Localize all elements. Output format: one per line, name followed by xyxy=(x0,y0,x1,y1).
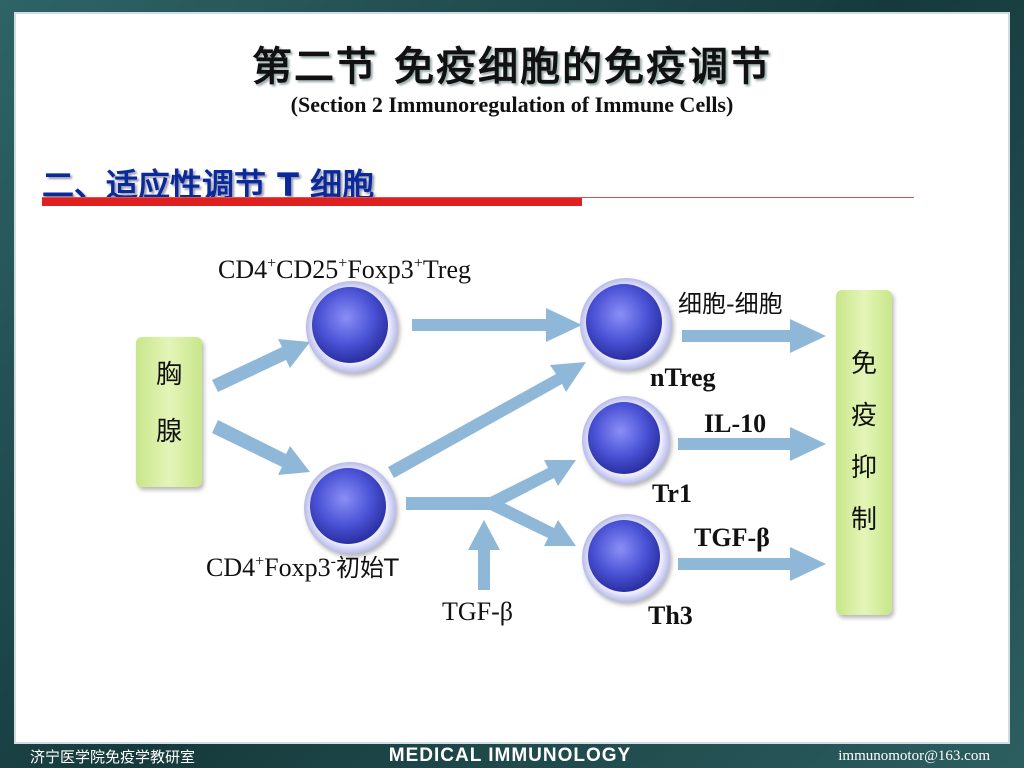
label-ntreg: nTreg xyxy=(650,363,715,392)
arrow-th3-to-suppression xyxy=(678,547,826,581)
label-cell-cell-contact: 细胞-细胞 xyxy=(678,290,783,318)
slide-title-english: (Section 2 Immunoregulation of Immune Ce… xyxy=(290,92,734,117)
thymus-box-char: 胸 xyxy=(156,360,182,390)
cell-naive-t xyxy=(304,462,396,554)
cell-th3 xyxy=(582,514,670,602)
suppression-box-char: 抑 xyxy=(851,453,877,483)
arrow-naive-to-ntreg xyxy=(388,362,586,478)
heading-underline-thick xyxy=(42,198,582,206)
label-cd4-foxp3-naive-t: CD4+Foxp3-初始T xyxy=(206,553,399,582)
arrow-tgf-beta-input xyxy=(468,520,500,590)
heading-underline-thin xyxy=(42,197,914,198)
suppression-box-char: 制 xyxy=(851,505,877,535)
label-il-10: IL-10 xyxy=(704,409,766,438)
arrow-tr1-to-suppression xyxy=(678,427,826,461)
footer-course-title: MEDICAL IMMUNOLOGY xyxy=(388,745,632,766)
arrow-thymus-to-naive xyxy=(212,420,310,475)
arrow-ntreg-to-suppression xyxy=(682,319,826,353)
arrow-branch-to-th3 xyxy=(490,500,576,546)
arrow-treg-to-ntreg xyxy=(412,308,582,342)
cell-ntreg xyxy=(580,278,672,370)
footer-institution: 济宁医学院免疫学教研室 xyxy=(30,748,196,766)
label-tgf-beta-th3: TGF-β xyxy=(694,523,770,552)
treg-differentiation-diagram: 胸 腺 免 疫 抑 制 xyxy=(136,255,892,630)
label-tr1: Tr1 xyxy=(652,479,692,508)
suppression-box-char: 免 xyxy=(851,349,877,379)
label-th3: Th3 xyxy=(648,601,693,630)
immune-suppression-box xyxy=(836,290,892,615)
cell-tr1 xyxy=(582,396,670,484)
arrow-thymus-to-treg xyxy=(212,339,310,392)
arrow-naive-trunk xyxy=(406,497,496,510)
label-cd4-cd25-foxp3-treg: CD4+CD25+Foxp3+Treg xyxy=(218,255,471,284)
slide: 第二节 免疫细胞的免疫调节 (Section 2 Immunoregulatio… xyxy=(14,12,1010,744)
cell-treg-precursor xyxy=(306,281,398,373)
footer-email: immunomotor@163.com xyxy=(838,748,990,764)
slide-title-chinese: 第二节 免疫细胞的免疫调节 xyxy=(252,44,772,90)
arrow-branch-to-tr1 xyxy=(490,460,576,507)
thymus-box xyxy=(136,337,202,487)
suppression-box-char: 疫 xyxy=(851,401,877,431)
thymus-box-char: 腺 xyxy=(156,417,182,447)
label-tgf-beta-input: TGF-β xyxy=(442,597,513,626)
